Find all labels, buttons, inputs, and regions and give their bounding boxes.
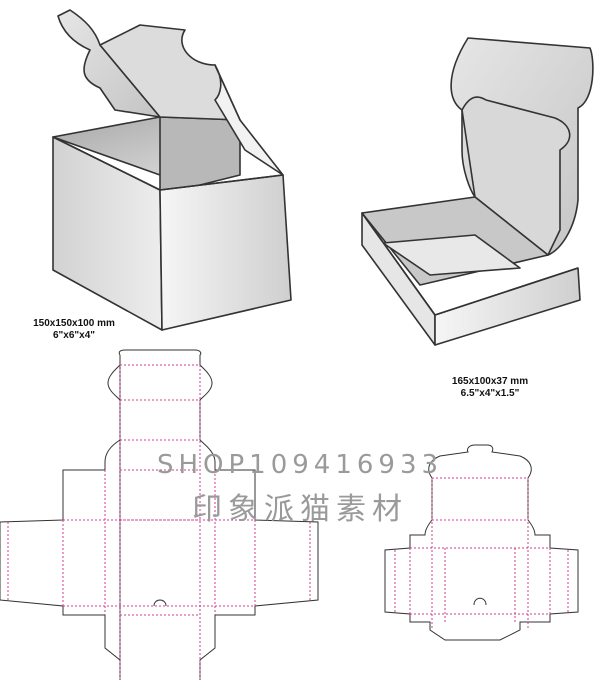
box1-lid-side	[214, 64, 284, 176]
dieline-large	[0, 349, 319, 680]
box1-dimensions-mm: 150x150x100 mm	[33, 318, 115, 329]
box1-dimension-label: 150x150x100 mm 6"x6"x4"	[24, 318, 124, 342]
box2-dimensions-mm: 165x100x37 mm	[451, 376, 529, 387]
box2-dimension-label: 165x100x37 mm 6.5"x4"x1.5"	[440, 376, 540, 400]
box1-right	[159, 174, 292, 331]
box2-lid-inner	[461, 96, 571, 256]
box2-tray-inner	[382, 234, 521, 276]
dieline-small-notch	[473, 597, 487, 606]
dieline-large-folds	[7, 364, 311, 680]
dieline-large-notch	[153, 599, 167, 607]
box2-right	[434, 267, 581, 346]
dieline-small	[384, 444, 579, 641]
box-3d-mailer	[361, 37, 594, 346]
dieline-large-cut	[0, 349, 319, 680]
box-3d-cube	[52, 9, 292, 331]
box1-dimensions-in: 6"x6"x4"	[52, 330, 96, 341]
dieline-small-folds	[394, 477, 569, 630]
box2-dimensions-in: 6.5"x4"x1.5"	[460, 388, 520, 399]
box1-lid	[57, 9, 161, 118]
dieline-small-cut	[384, 444, 579, 641]
